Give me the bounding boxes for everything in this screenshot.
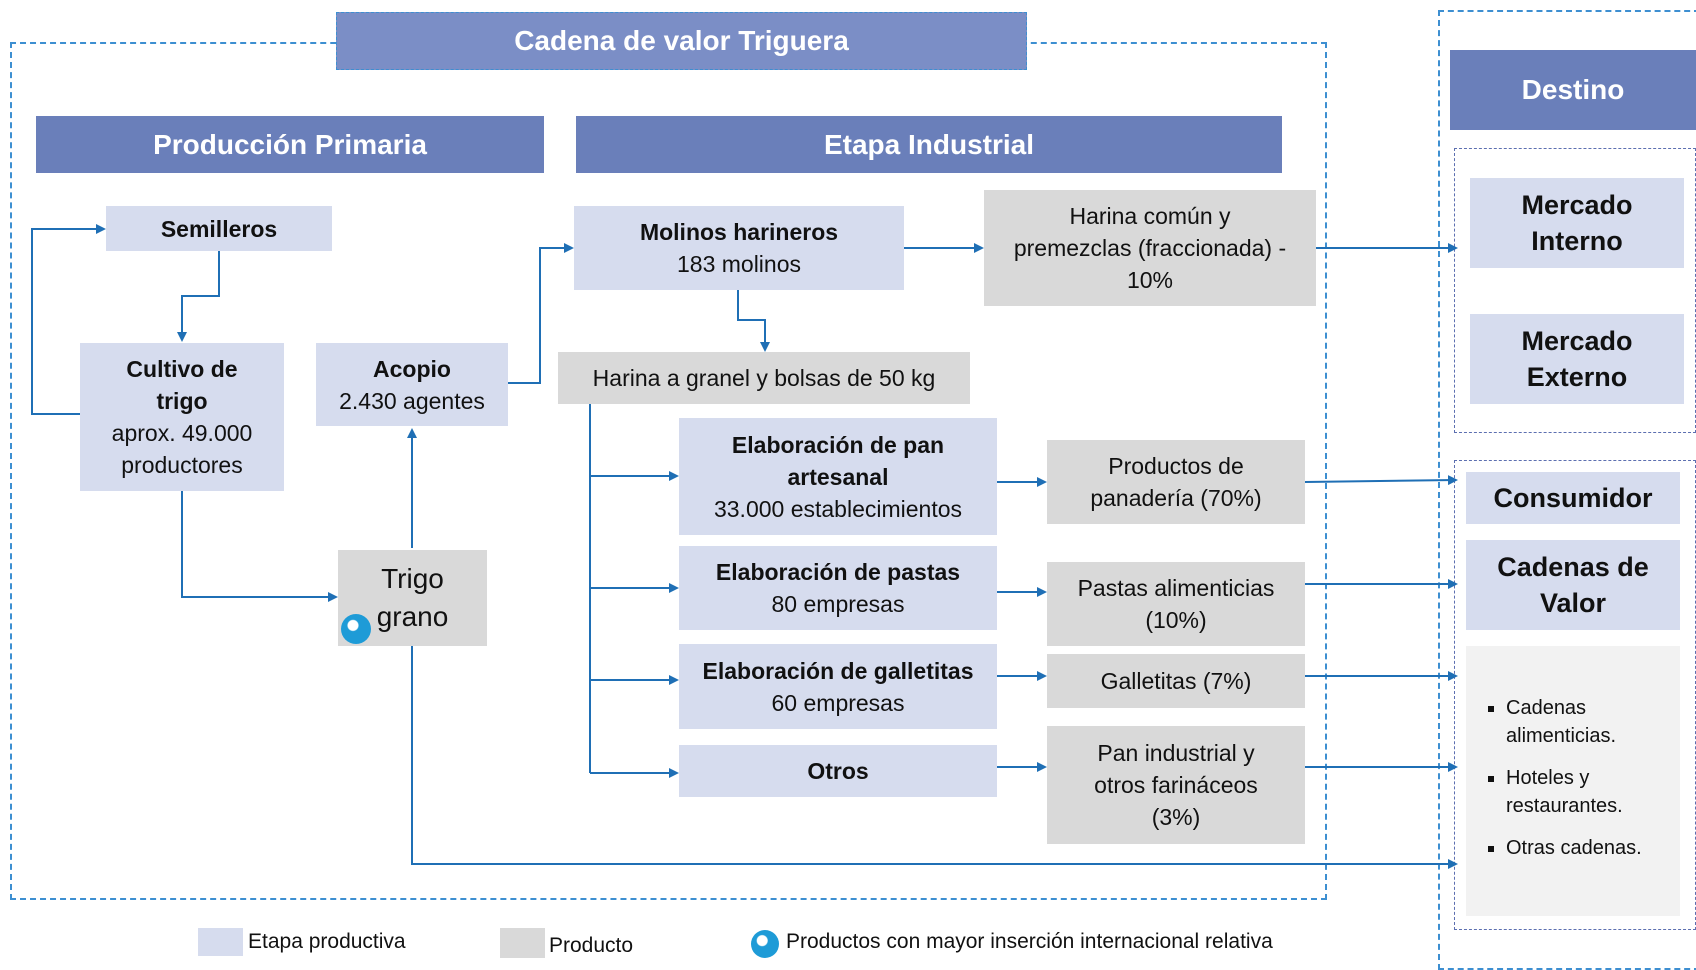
node-pastas: Elaboración de pastas 80 empresas bbox=[679, 546, 997, 630]
node-molinos-harineros: Molinos harineros 183 molinos bbox=[574, 206, 904, 290]
product-pastas-1: Pastas alimenticias bbox=[1077, 575, 1275, 601]
arrow-acopio-molinos bbox=[508, 243, 574, 384]
product-panaderia-1: Productos de bbox=[1108, 453, 1244, 479]
legend-stage-label: Etapa productiva bbox=[248, 930, 406, 953]
legend-product-label: Producto bbox=[549, 934, 634, 957]
node-pan-title-2: artesanal bbox=[787, 463, 889, 490]
node-harina-granel: Harina a granel y bolsas de 50 kg bbox=[558, 352, 970, 404]
product-panaderia: Productos de panadería (70%) bbox=[1047, 440, 1305, 524]
dest-cadenas-1: Cadenas de bbox=[1497, 552, 1649, 582]
legend-stage-swatch bbox=[198, 928, 243, 956]
dest-bullet-item: Cadenas alimenticias. bbox=[1506, 694, 1680, 750]
node-galletitas-sub: 60 empresas bbox=[771, 689, 905, 716]
product-pastas-2: (10%) bbox=[1145, 607, 1207, 633]
node-pastas-sub: 80 empresas bbox=[771, 591, 905, 617]
product-pan-ind-2: otros farináceos bbox=[1094, 772, 1258, 798]
node-acopio: Acopio 2.430 agentes bbox=[316, 343, 508, 426]
dest-mercado-interno: Mercado Interno bbox=[1470, 178, 1684, 268]
product-galletitas: Galletitas (7%) bbox=[1047, 654, 1305, 708]
node-trigo-1: Trigo bbox=[381, 563, 444, 594]
node-semilleros: Semilleros bbox=[106, 206, 332, 251]
product-panaderia-2: panadería (70%) bbox=[1090, 485, 1262, 511]
legend-highlight-icon bbox=[751, 930, 779, 958]
node-pan-title-1: Elaboración de pan bbox=[731, 431, 945, 458]
node-otros: Otros bbox=[679, 745, 997, 797]
legend-product-swatch bbox=[500, 928, 545, 958]
node-trigo-2: grano bbox=[376, 601, 449, 632]
product-pan-ind-3: (3%) bbox=[1151, 804, 1201, 830]
node-harina-comun-2: premezclas (fraccionada) - bbox=[1013, 235, 1287, 261]
node-semilleros-label: Semilleros bbox=[160, 215, 278, 242]
dest-cadenas-valor: Cadenas de Valor bbox=[1466, 540, 1680, 630]
arrow-molinos-harina-granel bbox=[737, 290, 770, 352]
dest-consumidor: Consumidor bbox=[1466, 472, 1680, 524]
header-etapa-industrial: Etapa Industrial bbox=[576, 116, 1282, 173]
dest-mercado-interno-1: Mercado bbox=[1521, 190, 1633, 220]
arrow-semilleros-cultivo bbox=[177, 251, 220, 342]
node-galletitas-title: Elaboración de galletitas bbox=[702, 657, 974, 684]
node-otros-label: Otros bbox=[807, 758, 869, 784]
arrow-trigo-destino bbox=[411, 646, 1458, 869]
node-cultivo-sub-1: aprox. 49.000 bbox=[111, 420, 253, 446]
dest-mercado-externo-2: Externo bbox=[1526, 362, 1628, 392]
header-destino: Destino bbox=[1450, 50, 1696, 130]
node-harina-granel-label: Harina a granel y bolsas de 50 kg bbox=[592, 365, 936, 391]
dest-consumidor-label: Consumidor bbox=[1493, 483, 1653, 513]
node-cultivo-title-1: Cultivo de bbox=[126, 356, 238, 382]
product-pan-industrial: Pan industrial y otros farináceos (3%) bbox=[1047, 726, 1305, 844]
dest-bullet-item: Otras cadenas. bbox=[1506, 834, 1680, 862]
node-harina-comun: Harina común y premezclas (fraccionada) … bbox=[984, 190, 1316, 306]
node-harina-comun-1: Harina común y bbox=[1069, 203, 1231, 229]
node-molinos-sub: 183 molinos bbox=[676, 251, 802, 277]
product-pastas: Pastas alimenticias (10%) bbox=[1047, 562, 1305, 646]
node-cultivo-trigo: Cultivo de trigo aprox. 49.000 productor… bbox=[80, 343, 284, 491]
arrow-cultivo-trigo bbox=[181, 491, 338, 602]
product-pan-ind-1: Pan industrial y bbox=[1097, 740, 1255, 766]
arrow-panaderia-consumidor bbox=[1304, 475, 1458, 486]
node-cultivo-title-2: trigo bbox=[156, 388, 208, 414]
node-molinos-title: Molinos harineros bbox=[639, 219, 839, 245]
node-cultivo-sub-2: productores bbox=[121, 452, 243, 478]
node-acopio-sub: 2.430 agentes bbox=[339, 387, 485, 414]
header-produccion-primaria: Producción Primaria bbox=[36, 116, 544, 173]
node-galletitas: Elaboración de galletitas 60 empresas bbox=[679, 644, 997, 729]
dest-bullet-list: Cadenas alimenticias. Hoteles y restaura… bbox=[1466, 694, 1680, 862]
dest-mercado-externo-1: Mercado bbox=[1521, 326, 1633, 356]
dest-bullet-item: Hoteles y restaurantes. bbox=[1506, 764, 1680, 820]
node-harina-comun-3: 10% bbox=[1126, 267, 1174, 293]
node-pan-sub: 33.000 establecimientos bbox=[713, 495, 963, 522]
node-pan-artesanal: Elaboración de pan artesanal 33.000 esta… bbox=[679, 418, 997, 535]
arrow-cultivo-semilleros bbox=[31, 224, 106, 415]
dest-mercado-interno-2: Interno bbox=[1531, 226, 1623, 256]
product-galletitas-label: Galletitas (7%) bbox=[1100, 668, 1252, 694]
diagram-title: Cadena de valor Triguera bbox=[336, 12, 1027, 70]
node-pastas-title: Elaboración de pastas bbox=[715, 559, 961, 585]
legend-highlight-label: Productos con mayor inserción internacio… bbox=[786, 930, 1273, 953]
dest-bullets-box: Cadenas alimenticias. Hoteles y restaura… bbox=[1466, 646, 1680, 916]
node-acopio-title: Acopio bbox=[373, 355, 451, 382]
dest-cadenas-2: Valor bbox=[1539, 588, 1607, 618]
dest-mercado-externo: Mercado Externo bbox=[1470, 314, 1684, 404]
highlight-dot-icon bbox=[341, 614, 371, 644]
